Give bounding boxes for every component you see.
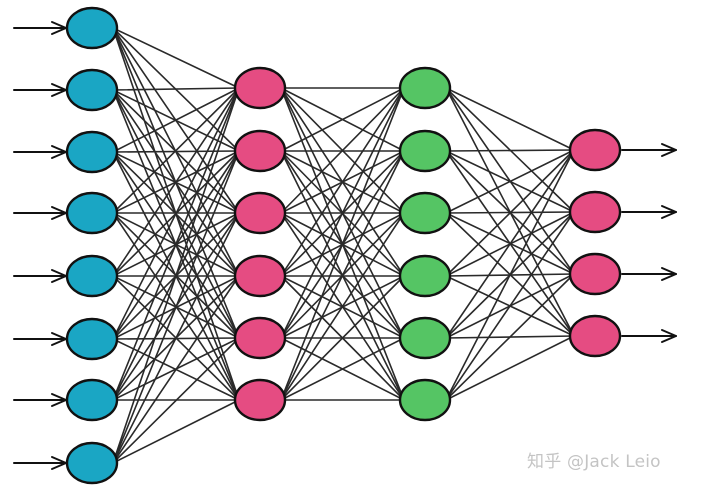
neuron-layer1-6 (65, 317, 119, 361)
arrow (621, 143, 677, 157)
neuron-layer3-3 (398, 191, 452, 235)
connection-line (445, 149, 575, 214)
connection-line (112, 87, 240, 464)
connection-line (445, 335, 575, 401)
connection-line (280, 337, 405, 401)
neuron-layer4-4 (568, 314, 622, 358)
connection-line (112, 87, 240, 277)
arrow (13, 393, 67, 407)
watermark: 知乎 @Jack Leio (527, 452, 661, 472)
connection-line (280, 87, 405, 152)
neuron-layer1-3 (65, 130, 119, 174)
neuron-layer1-2 (65, 68, 119, 112)
neuron-layer4-2 (568, 190, 622, 234)
connection-line (445, 149, 575, 277)
arrow (621, 205, 677, 219)
arrow (13, 206, 67, 220)
connection-line (280, 87, 405, 214)
neuron-layer3-6 (398, 378, 452, 422)
connection-line (112, 87, 240, 214)
neuron-layer2-4 (233, 254, 287, 298)
connection-line (280, 150, 405, 401)
arrow (13, 21, 67, 35)
connection-line (112, 87, 240, 340)
neuron-layer2-3 (233, 191, 287, 235)
neuron-layer3-1 (398, 66, 452, 110)
connection-line (112, 87, 240, 153)
connection-line (112, 212, 240, 464)
connection-line (280, 275, 405, 401)
connection-line (112, 87, 240, 401)
connection-line (445, 149, 575, 339)
neuron-layer3-5 (398, 316, 452, 360)
connection-line (280, 87, 405, 339)
neuron-layer4-3 (568, 252, 622, 296)
connections (112, 27, 575, 464)
neuron-layer2-5 (233, 316, 287, 360)
arrow (13, 332, 67, 346)
arrow (621, 267, 677, 281)
neuron-layer1-1 (65, 6, 119, 50)
arrow (13, 269, 67, 283)
connection-line (445, 149, 575, 152)
connection-line (112, 399, 240, 464)
neuron-layer2-1 (233, 66, 287, 110)
connection-line (112, 275, 240, 464)
connection-line (280, 87, 405, 277)
connection-line (112, 27, 240, 89)
arrow (13, 83, 67, 97)
neuron-layer3-4 (398, 254, 452, 298)
connection-line (445, 149, 575, 401)
neuron-layer1-8 (65, 441, 119, 485)
connection-line (445, 211, 575, 401)
arrow (13, 145, 67, 159)
connection-line (112, 150, 240, 464)
connection-line (112, 87, 240, 91)
neuron-layer1-5 (65, 254, 119, 298)
neuron-layer2-6 (233, 378, 287, 422)
connection-line (280, 212, 405, 401)
neurons (65, 6, 622, 485)
connection-line (445, 87, 575, 151)
arrow (621, 329, 677, 343)
neuron-layer2-2 (233, 129, 287, 173)
connection-line (280, 87, 405, 401)
neuron-layer4-1 (568, 128, 622, 172)
neuron-layer3-2 (398, 129, 452, 173)
connection-line (112, 337, 240, 464)
neuron-layer1-7 (65, 378, 119, 422)
neuron-layer1-4 (65, 191, 119, 235)
arrow (13, 456, 67, 470)
connection-line (445, 273, 575, 401)
